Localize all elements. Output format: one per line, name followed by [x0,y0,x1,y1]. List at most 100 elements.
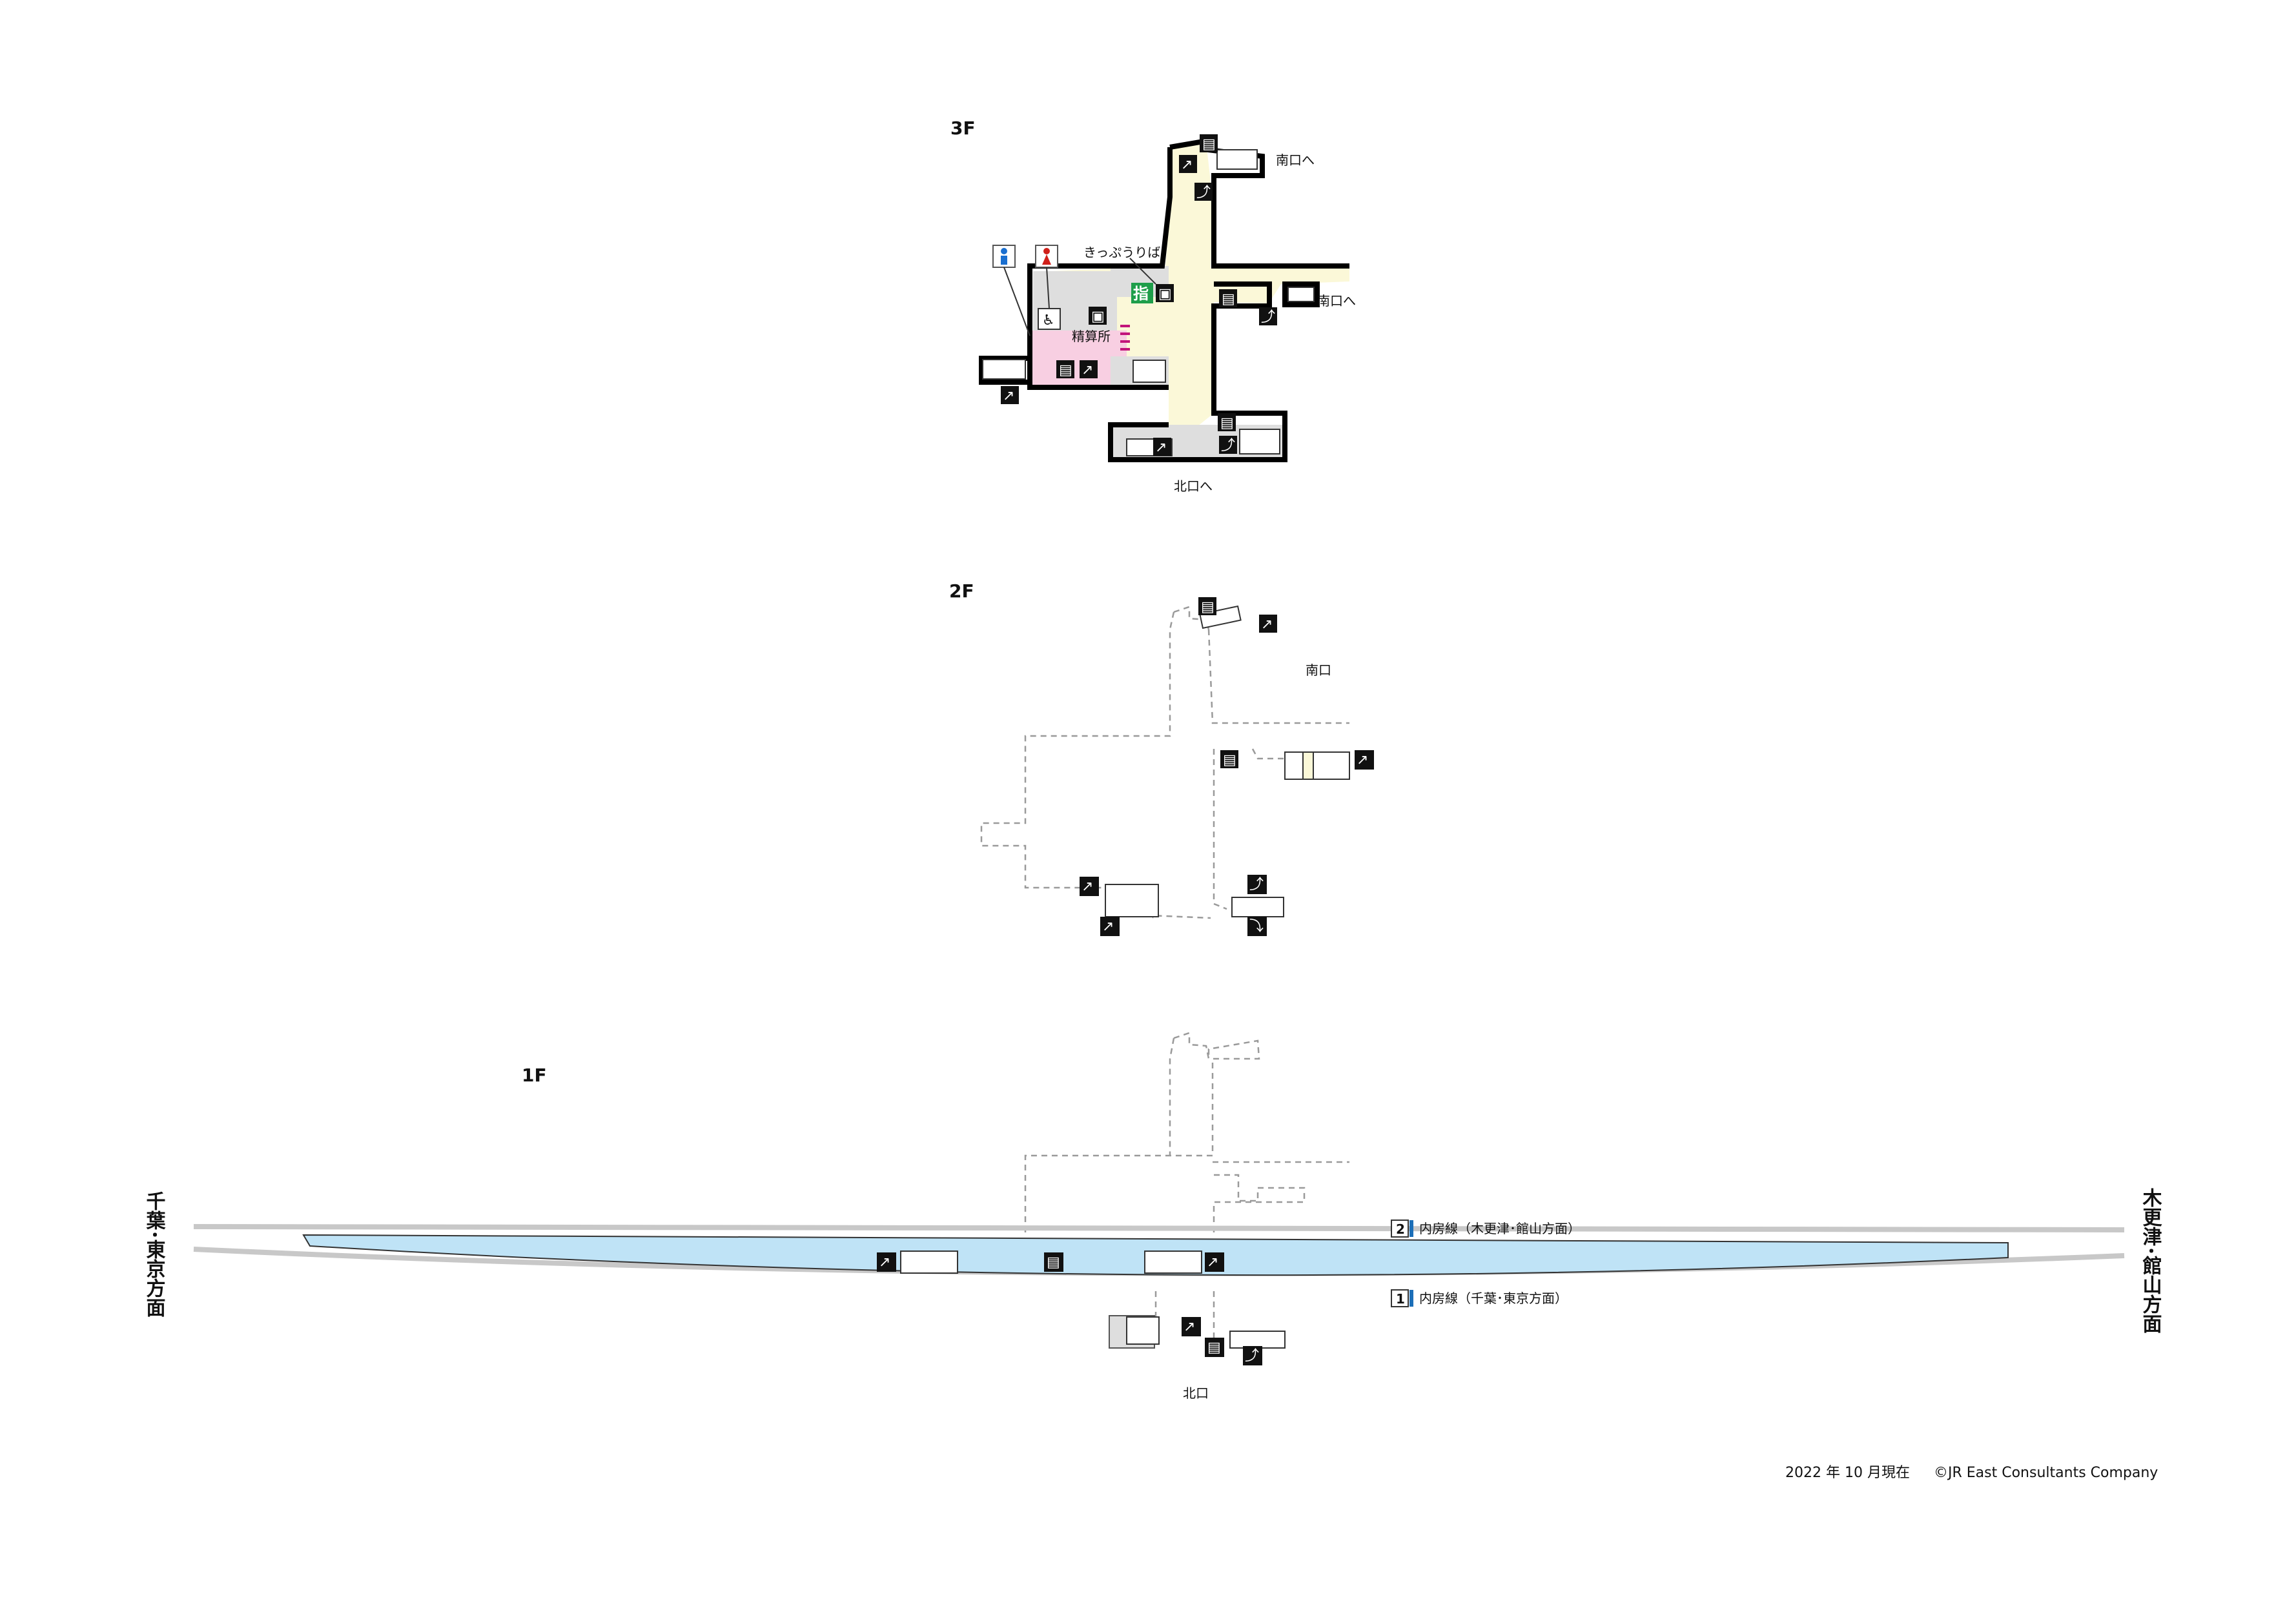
ticket-gates-3f [1120,325,1130,351]
track-1-badge: 1 内房線（千葉･東京方面） [1391,1289,1568,1307]
north-exit-label-1f: 北口 [1183,1385,1209,1401]
south-exit-label-1: 南口へ [1276,152,1315,168]
stairs-up-icon: ↗ [1355,750,1374,770]
outline-2f [980,606,1349,919]
stairs-south-2f [1199,605,1242,629]
stairs-north-exit [1126,1316,1160,1345]
ticket-machine-icon: ▣ [1156,284,1174,302]
escalator-north-3f [1239,429,1280,454]
track-2-badge: 2 内房線（木更津･館山方面） [1391,1220,1581,1238]
svg-text:▤: ▤ [1047,1254,1060,1271]
elevator-icon: ▤ [1198,597,1216,615]
leader-line [1129,258,1156,285]
svg-text:⤴: ⤴ [1221,438,1235,454]
elevator-icon: ▤ [1218,413,1236,431]
elevator-icon: ▤ [1219,289,1237,307]
svg-text:↗: ↗ [879,1254,890,1271]
landing-east-2f [1302,751,1314,780]
stairs-platform-east [1144,1250,1202,1274]
direction-left: 千葉･東京方面 [143,1191,167,1317]
escalator-icon: ⤵ [1247,917,1267,936]
stairs-south2-3f [1287,287,1315,302]
floor-3f: 3F ▤ ↗ ⤴ ▤ ⤴ ▣ 指 [950,117,1356,494]
svg-text:⤴: ⤴ [1249,877,1264,893]
svg-text:▤: ▤ [1207,1340,1221,1356]
svg-text:1: 1 [1396,1291,1405,1307]
svg-text:⤴: ⤴ [1196,185,1211,201]
stairs-up-icon: ↗ [1205,1252,1224,1272]
svg-text:♿: ♿ [1042,312,1055,329]
svg-text:↗: ↗ [1207,1254,1218,1271]
floor-2f: 2F ▤ ↗ ▤ ↗ ↗ ↗ ⤴ ⤵ 南口 [949,580,1374,936]
floor-1f-title: 1F [522,1065,547,1086]
floor-2f-title: 2F [949,580,974,602]
svg-text:▤: ▤ [1202,136,1216,152]
svg-text:↗: ↗ [1081,362,1093,378]
track-2 [193,1224,2125,1232]
escalator-north-2f [1231,897,1284,917]
outline-1f [1024,1032,1349,1343]
stairs-up-icon: ↗ [877,1252,896,1272]
north-exit-label-3f: 北口へ [1174,478,1213,494]
male-toilet-icon [992,245,1016,268]
elevator-icon: ▤ [1056,360,1074,378]
elevator-icon: ▤ [1220,750,1238,768]
stairs-south-3f [1216,149,1258,170]
svg-text:⤵: ⤵ [1249,919,1264,935]
svg-text:▤: ▤ [1220,415,1234,431]
svg-text:▤: ▤ [1201,599,1215,615]
stairs-up-icon: ↗ [1259,615,1277,633]
svg-text:▤: ▤ [1222,291,1235,307]
svg-text:↗: ↗ [1357,752,1368,768]
svg-text:2: 2 [1396,1221,1405,1237]
svg-text:↗: ↗ [1081,879,1093,895]
escalator-icon: ⤴ [1194,183,1213,201]
svg-text:▣: ▣ [1158,286,1172,302]
stairs-up-icon: ↗ [1001,386,1019,404]
stairs-east-2f [1284,751,1304,780]
south-exit-label-2f: 南口 [1306,662,1331,678]
toilet-area-3f [1030,331,1127,387]
svg-text:↗: ↗ [1102,919,1114,935]
floor-3f-title: 3F [950,117,976,139]
fare-adjustment-label: 精算所 [1072,329,1111,344]
stairs-up-icon: ↗ [1182,1317,1201,1336]
accessible-toilet-icon: ♿ [1038,308,1061,330]
footer-date: 2022 年 10 月現在 [1785,1465,1910,1481]
stairs-up-icon: ↗ [1100,917,1120,936]
escalator-icon: ⤴ [1219,436,1237,454]
escalator-icon: ⤴ [1243,1346,1262,1365]
stairs-north-2f [1105,884,1159,917]
svg-text:↗: ↗ [1181,157,1193,173]
stairs-up-icon: ↗ [1080,360,1098,378]
svg-text:↗: ↗ [1184,1319,1195,1335]
svg-text:⤴: ⤴ [1261,309,1275,325]
stairs-platform-west [900,1250,958,1274]
svg-text:↗: ↗ [1003,388,1014,404]
ticket-machine-icon: ▣ [1089,307,1107,325]
footer-copyright: ©JR East Consultants Company [1934,1465,2158,1481]
elevator-icon: ▤ [1044,1252,1063,1272]
track-2-label: 内房線（木更津･館山方面） [1419,1221,1581,1236]
stairs-west-3f [982,359,1026,380]
south-exit-label-2: 南口へ [1317,293,1356,309]
female-toilet-icon [1035,245,1058,268]
escalator-north-exit [1229,1331,1286,1349]
alcove-3f [1282,281,1320,307]
svg-text:↗: ↗ [1155,440,1167,456]
leader-line [1046,267,1050,309]
stairs-up-icon: ↗ [1179,155,1197,173]
direction-right: 木更津･館山方面 [2139,1188,2163,1333]
svg-text:▤: ▤ [1223,752,1236,768]
svg-text:⤴: ⤴ [1245,1348,1259,1364]
stairs-east2-2f [1313,751,1350,780]
svg-text:▤: ▤ [1059,362,1072,378]
stairs-up-icon: ↗ [1080,877,1099,896]
elevator-icon: ▤ [1200,134,1218,152]
reserved-seat-office-icon: 指 [1131,283,1153,303]
svg-text:▣: ▣ [1091,309,1105,325]
stairs-toilet-3f [1133,360,1166,383]
track-1-label: 内房線（千葉･東京方面） [1419,1291,1568,1306]
floor-1f: 1F ↗ ▤ ↗ 2 内房線（木更津･館山方面） 1 内房線（千葉･東京方面） [143,1032,2163,1401]
